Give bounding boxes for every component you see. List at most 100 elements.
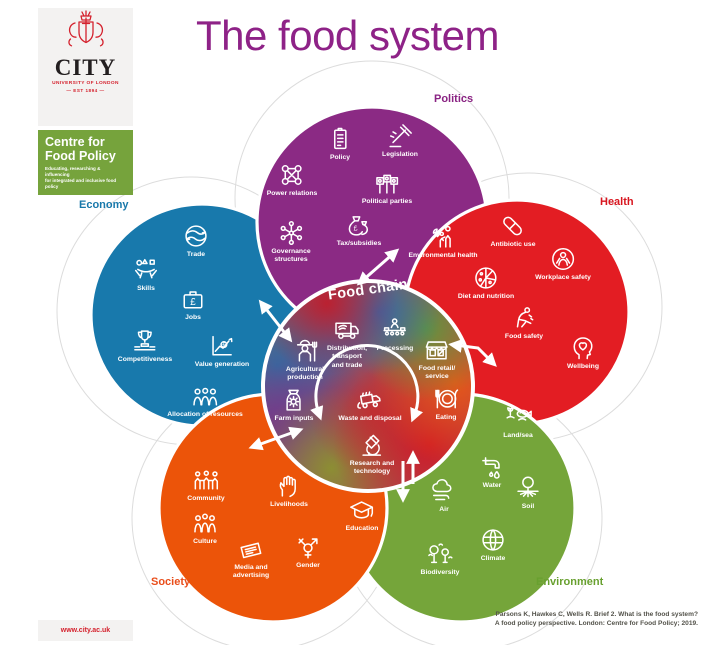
livelihoods-icon	[270, 472, 308, 500]
item-label: Water	[482, 482, 502, 489]
centre-tagline-line1: Educating, researching & influencing	[45, 166, 101, 177]
centre-name-line2: Food Policy	[45, 148, 116, 163]
item-power-relations: Power relations	[266, 161, 318, 198]
item-soil: Soil	[514, 474, 542, 511]
item-antibiotic-use: Antibiotic use	[491, 212, 535, 249]
food-retail-service-icon	[419, 336, 456, 364]
item-label: Soil	[521, 503, 535, 510]
item-label: Research and technology	[349, 460, 395, 476]
agricultural-production-icon	[286, 337, 324, 365]
culture-icon	[191, 509, 219, 537]
city-university-logo: CITY UNIVERSITY OF LONDON — EST 1894 —	[38, 8, 133, 126]
exchange-arrow-economy-politics	[258, 299, 293, 343]
environmental-health-icon	[408, 223, 477, 251]
item-label: Governance structures	[271, 248, 311, 264]
exchange-arrow-health-environment	[448, 339, 497, 367]
item-label: Allocation of resources	[167, 411, 243, 418]
item-label: Livelihoods	[270, 501, 308, 508]
item-label: Policy	[329, 154, 351, 161]
item-label: Culture	[193, 538, 217, 545]
item-value-generation: £Value generation	[195, 332, 249, 369]
item-label: Media and advertising	[232, 564, 270, 580]
item-label: Competitiveness	[117, 356, 173, 363]
petal-label-health: Health	[600, 196, 634, 208]
item-food-retail-service: Food retail/ service	[418, 336, 456, 382]
allocation-of-resources-icon	[167, 382, 243, 410]
website-url: www.city.ac.uk	[38, 620, 133, 641]
competitiveness-icon	[118, 327, 172, 355]
value-generation-icon: £	[195, 332, 249, 360]
item-food-safety: Food safety	[505, 304, 543, 341]
centre-tagline-line2: for integrated and inclusive food policy	[45, 177, 117, 189]
processing-icon	[377, 316, 414, 344]
item-label: Distribution, transport and trade	[326, 345, 368, 369]
university-subtitle: UNIVERSITY OF LONDON	[52, 81, 119, 86]
item-biodiversity: Biodiversity	[421, 540, 460, 577]
media-and-advertising-icon	[233, 535, 269, 563]
item-skills: Skills	[132, 256, 160, 293]
item-policy: Policy	[326, 125, 354, 162]
item-label: Diet and nutrition	[457, 293, 515, 300]
waste-and-disposal-icon	[338, 386, 401, 414]
gender-icon	[294, 533, 322, 561]
distribution-transport-and-trade-icon	[327, 316, 367, 344]
item-label: Waste and disposal	[338, 415, 402, 422]
petal-label-politics: Politics	[434, 93, 474, 105]
item-eating: Eating	[432, 385, 460, 422]
item-legislation: Legislation	[382, 122, 418, 159]
item-governance-structures: Governance structures	[271, 219, 311, 265]
community-icon	[187, 466, 224, 494]
item-label: Legislation	[382, 151, 418, 158]
exchange-arrow-economy-society	[248, 426, 304, 451]
political-parties-icon	[362, 169, 412, 197]
item-community: Community	[187, 466, 225, 503]
item-trade: Trade	[182, 222, 210, 259]
trade-icon	[182, 222, 210, 250]
item-label: Political parties	[361, 198, 413, 205]
item-label: Wellbeing	[567, 363, 599, 370]
eating-icon	[432, 385, 460, 413]
item-label: Power relations	[266, 190, 318, 197]
wellbeing-icon	[567, 334, 599, 362]
item-label: Skills	[137, 285, 155, 292]
research-and-technology-icon	[350, 431, 395, 459]
item-label: Food safety	[504, 333, 544, 340]
item-media-and-advertising: Media and advertising	[233, 535, 269, 581]
petal-label-economy: Economy	[79, 199, 129, 211]
food-safety-icon	[505, 304, 543, 332]
soil-icon	[514, 474, 542, 502]
centre-tagline: Educating, researching & influencing for…	[45, 166, 126, 190]
education-icon	[346, 496, 379, 524]
item-label: Environmental health	[408, 252, 478, 259]
citation: Parsons K, Hawkes C, Wells R. Brief 2. W…	[420, 610, 698, 628]
item-environmental-health: Environmental health	[408, 223, 478, 260]
power-relations-icon	[267, 161, 318, 189]
biodiversity-icon	[421, 540, 460, 568]
item-label: Education	[345, 525, 379, 532]
item-label: Trade	[186, 251, 206, 258]
item-wellbeing: Wellbeing	[567, 334, 599, 371]
skills-icon	[132, 256, 160, 284]
item-jobs: £Jobs	[179, 285, 207, 322]
university-name: CITY	[54, 55, 117, 80]
farm-inputs-icon	[275, 386, 314, 414]
item-competitiveness: Competitiveness	[118, 327, 172, 364]
petal-label-society: Society	[151, 576, 191, 588]
item-allocation-of-resources: Allocation of resources	[167, 382, 243, 419]
item-label: Gender	[296, 562, 320, 569]
item-diet-and-nutrition: Diet and nutrition	[458, 264, 514, 301]
item-livelihoods: Livelihoods	[270, 472, 308, 509]
item-label: Food retail/ service	[418, 365, 456, 381]
petal-label-environment: Environment	[536, 576, 604, 588]
tax-subsidies-icon: £	[337, 211, 381, 239]
governance-structures-icon	[271, 219, 310, 247]
item-label: Climate	[480, 555, 506, 562]
page-title: The food system	[196, 12, 499, 59]
jobs-icon: £	[179, 285, 207, 313]
item-climate: Climate	[479, 526, 507, 563]
policy-icon	[326, 125, 354, 153]
item-label: Tax/subsidies	[336, 240, 382, 247]
legislation-icon	[382, 122, 418, 150]
